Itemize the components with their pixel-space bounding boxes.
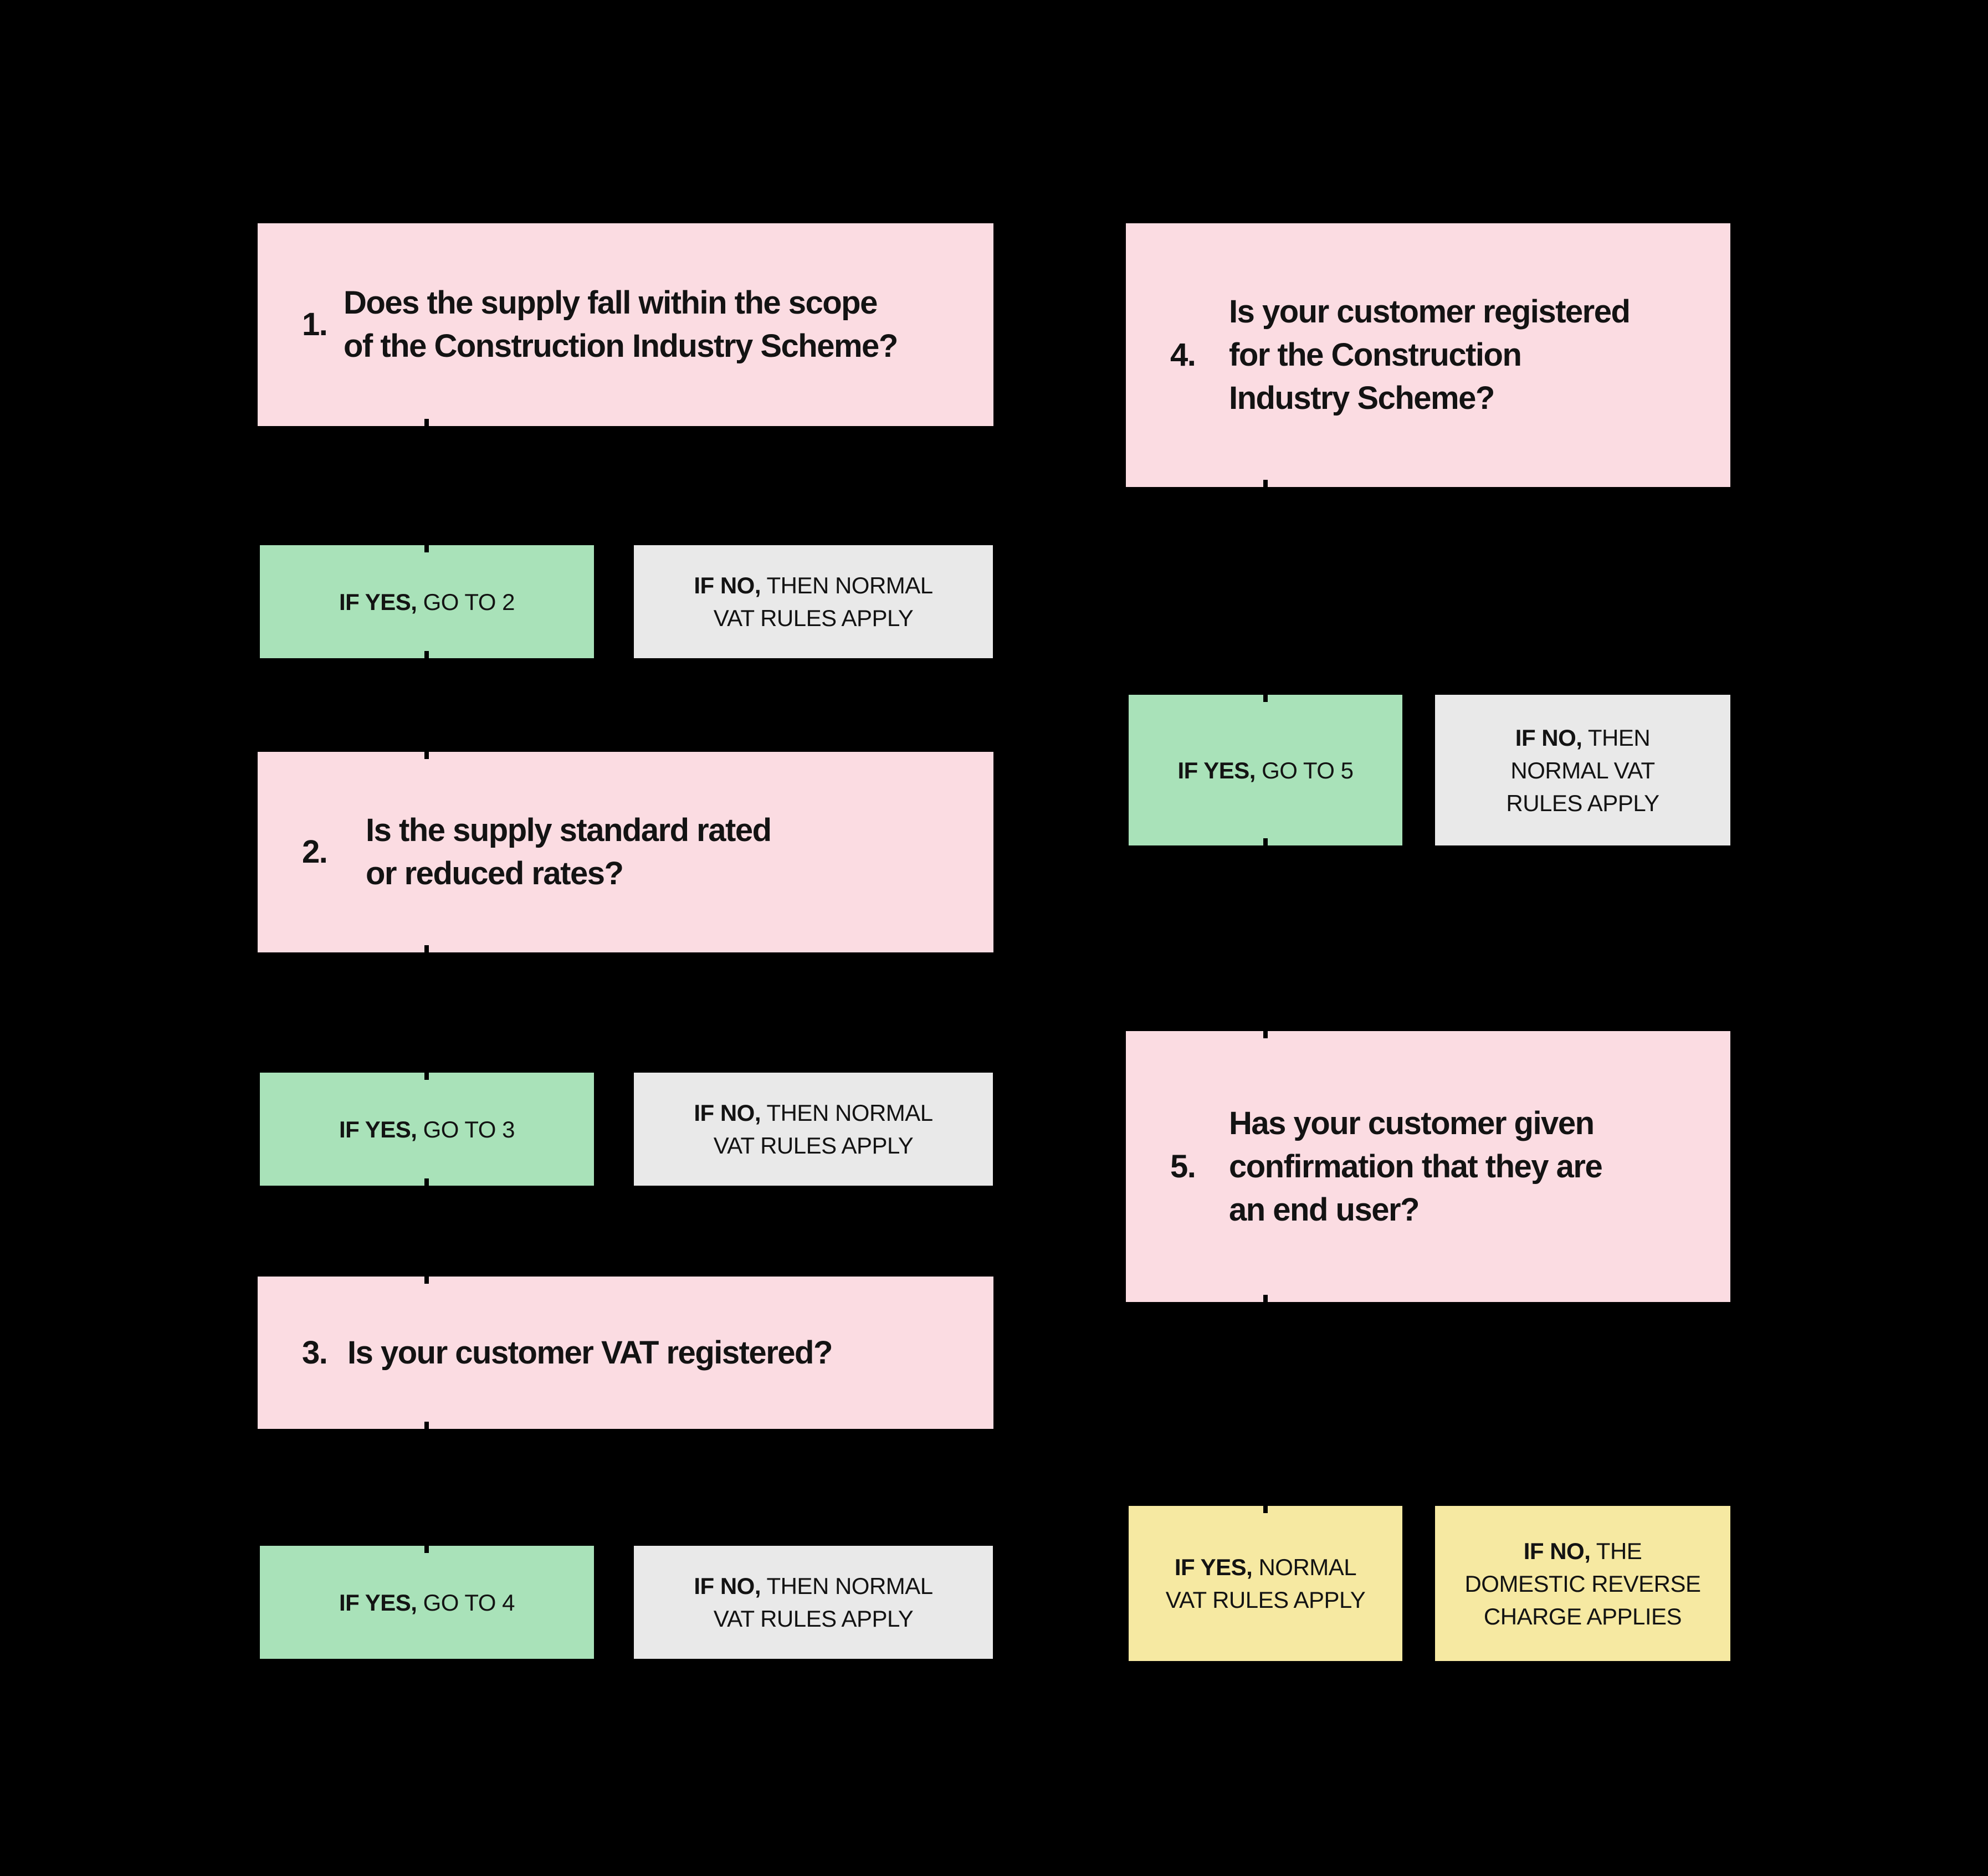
answer-action: GO TO 4 [417,1589,515,1616]
answer-condition: IF YES, [1174,1554,1253,1580]
answer-line: IF NO, THEN NORMAL [694,569,933,602]
answer-line: IF NO, THE [1524,1535,1642,1567]
question-5-text: Has your customer given confirmation tha… [1229,1102,1603,1232]
answer-line: IF YES, GO TO 3 [339,1113,515,1146]
answer-line: IF NO, THEN NORMAL [694,1096,933,1129]
connector-stub [1263,1499,1268,1513]
connector-stub [424,1178,429,1193]
question-2-box: 2. Is the supply standard rated or reduc… [258,752,993,952]
answer-yes-2-box: IF YES, GO TO 3 [260,1073,594,1186]
question-2-text: Is the supply standard rated or reduced … [366,809,772,895]
question-line: Industry Scheme? [1229,380,1495,416]
question-line: Has your customer given [1229,1105,1595,1141]
answer-action: GO TO 5 [1255,757,1354,783]
answer-no-4-box: IF NO, THEN NORMAL VAT RULES APPLY [1435,695,1730,845]
answer-no-1-box: IF NO, THEN NORMAL VAT RULES APPLY [634,545,993,658]
answer-line: VAT RULES APPLY [713,605,914,631]
answer-condition: IF YES, [339,588,417,615]
connector-stub [424,745,429,759]
answer-no-2-box: IF NO, THEN NORMAL VAT RULES APPLY [634,1073,993,1186]
connector-stub [1263,688,1268,702]
answer-line: IF YES, NORMAL [1174,1551,1357,1583]
question-line: confirmation that they are [1229,1148,1603,1185]
question-line: Is the supply standard rated [366,812,772,848]
answer-action: GO TO 3 [417,1116,515,1142]
answer-condition: IF NO, [694,572,761,598]
connector-stub [1263,1024,1268,1038]
connector-stub [1263,1295,1268,1309]
question-5-box: 5. Has your customer given confirmation … [1126,1031,1730,1302]
answer-condition: IF YES, [339,1116,417,1142]
answer-action: THE [1590,1537,1642,1564]
question-1-box: 1. Does the supply fall within the scope… [258,223,993,426]
answer-action: GO TO 2 [417,588,515,615]
question-line: Is your customer VAT registered? [347,1334,833,1371]
connector-stub [424,651,429,665]
question-3-text: Is your customer VAT registered? [347,1331,833,1375]
answer-yes-3-box: IF YES, GO TO 4 [260,1546,594,1659]
answer-line: NORMAL VAT [1510,757,1655,783]
answer-line: CHARGE APPLIES [1483,1603,1682,1629]
answer-condition: IF NO, [1515,724,1582,751]
question-4-number: 4. [1170,337,1196,373]
answer-action: THEN NORMAL [761,1100,933,1126]
answer-action: THEN NORMAL [761,1573,933,1599]
answer-line: IF NO, THEN [1515,721,1651,754]
question-4-box: 4. Is your customer registered for the C… [1126,223,1730,487]
question-1-text: Does the supply fall within the scope of… [344,281,898,368]
connector-stub [424,1539,429,1553]
outcome-no-box: IF NO, THE DOMESTIC REVERSE CHARGE APPLI… [1435,1506,1730,1661]
answer-condition: IF NO, [694,1573,761,1599]
answer-no-3-box: IF NO, THEN NORMAL VAT RULES APPLY [634,1546,993,1659]
answer-yes-4-box: IF YES, GO TO 5 [1129,695,1402,845]
question-4-text: Is your customer registered for the Cons… [1229,290,1631,420]
connector-stub [1263,838,1268,853]
answer-line: IF YES, GO TO 4 [339,1586,515,1619]
answer-line: DOMESTIC REVERSE [1464,1570,1701,1597]
connector-stub [424,538,429,552]
question-line: for the Construction [1229,337,1522,373]
connector-stub [424,1422,429,1436]
answer-line: VAT RULES APPLY [713,1606,914,1632]
outcome-yes-box: IF YES, NORMAL VAT RULES APPLY [1129,1506,1402,1661]
question-line: Does the supply fall within the scope [344,285,878,321]
question-1-number: 1. [302,306,328,342]
answer-line: VAT RULES APPLY [713,1132,914,1159]
answer-line: IF YES, GO TO 5 [1178,754,1354,787]
question-3-box: 3. Is your customer VAT registered? [258,1277,993,1429]
connector-stub [1263,480,1268,494]
answer-condition: IF YES, [1177,757,1256,783]
connector-stub [424,419,429,433]
connector-stub [424,1269,429,1284]
question-3-number: 3. [302,1334,328,1371]
connector-stub [424,945,429,960]
answer-line: VAT RULES APPLY [1165,1587,1366,1613]
answer-condition: IF NO, [694,1100,761,1126]
question-line: Is your customer registered [1229,294,1631,330]
answer-line: IF NO, THEN NORMAL [694,1570,933,1602]
answer-line: RULES APPLY [1506,790,1659,816]
answer-condition: IF YES, [339,1589,417,1616]
answer-line: IF YES, GO TO 2 [339,586,515,618]
connector-stub [424,1065,429,1080]
question-line: or reduced rates? [366,855,624,891]
answer-condition: IF NO, [1523,1537,1591,1564]
answer-yes-1-box: IF YES, GO TO 2 [260,545,594,658]
question-line: an end user? [1229,1191,1420,1228]
question-5-number: 5. [1170,1148,1196,1185]
answer-action: NORMAL [1252,1554,1357,1580]
answer-action: THEN NORMAL [761,572,933,598]
question-line: of the Construction Industry Scheme? [344,328,898,364]
answer-action: THEN [1582,724,1651,751]
question-2-number: 2. [302,834,328,870]
